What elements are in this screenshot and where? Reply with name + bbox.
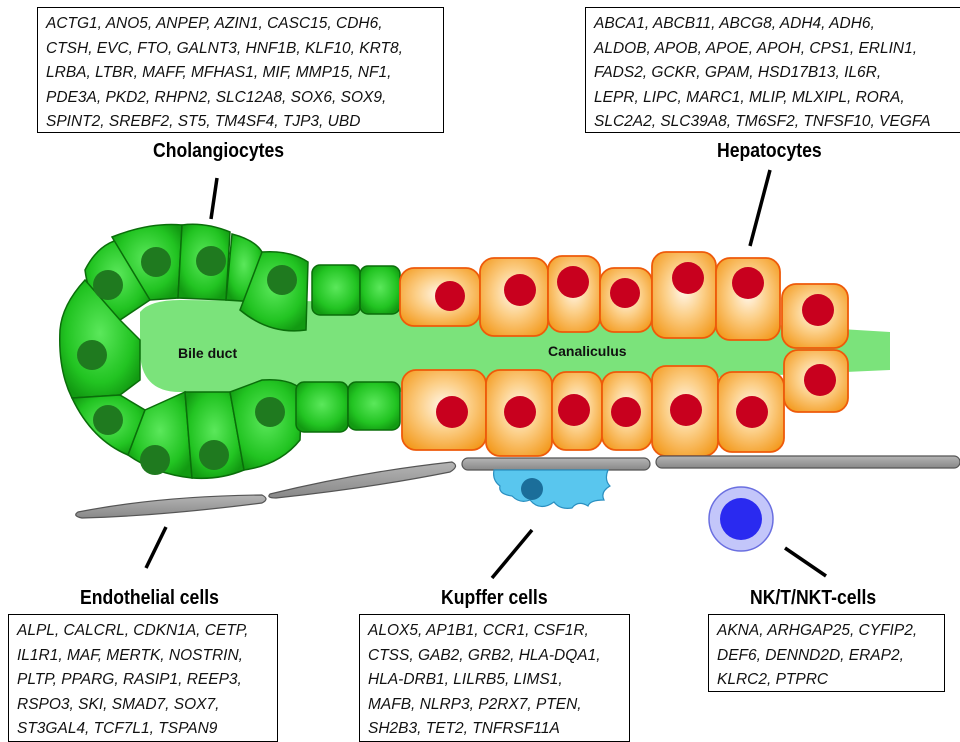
cholangiocyte-nucleus (199, 440, 229, 470)
kupffer-cell (494, 470, 610, 508)
gene-line: RSPO3, SKI, SMAD7, SOX7, (17, 693, 269, 718)
gene-line: ACTG1, ANO5, ANPEP, AZIN1, CASC15, CDH6, (46, 12, 435, 37)
hepatocyte-nucleus (611, 397, 641, 427)
hepatocyte-nucleus (504, 396, 536, 428)
gene-line: FADS2, GCKR, GPAM, HSD17B13, IL6R, (594, 61, 957, 86)
cholangiocyte (360, 266, 400, 314)
gene-line: ABCA1, ABCB11, ABCG8, ADH4, ADH6, (594, 12, 957, 37)
cholangiocyte-nucleus (77, 340, 107, 370)
hepatocyte-nucleus (504, 274, 536, 306)
gene-line: SH2B3, TET2, TNFRSF11A (368, 717, 621, 742)
kupffer-nucleus (521, 478, 543, 500)
cholangiocytes-title: Cholangiocytes (153, 140, 284, 163)
gene-line: ST3GAL4, TCF7L1, TSPAN9 (17, 717, 269, 742)
gene-line: PLTP, PPARG, RASIP1, REEP3, (17, 668, 269, 693)
hepatocyte-nucleus (435, 281, 465, 311)
hepatocyte-nucleus (672, 262, 704, 294)
endothelial-gene-box: ALPL, CALCRL, CDKN1A, CETP, IL1R1, MAF, … (8, 614, 278, 742)
hepatocyte-nucleus (557, 266, 589, 298)
gene-line: LRBA, LTBR, MAFF, MFHAS1, MIF, MMP15, NF… (46, 61, 435, 86)
hepatocyte-nucleus (610, 278, 640, 308)
gene-line: IL1R1, MAF, MERTK, NOSTRIN, (17, 644, 269, 669)
hepatocyte-nucleus (802, 294, 834, 326)
endothelial-cell (656, 456, 960, 468)
cholangiocyte (348, 382, 400, 430)
nk-pointer (785, 548, 826, 576)
cholangiocytes-gene-box: ACTG1, ANO5, ANPEP, AZIN1, CASC15, CDH6,… (37, 7, 444, 133)
kupffer-gene-box: ALOX5, AP1B1, CCR1, CSF1R, CTSS, GAB2, G… (359, 614, 630, 742)
endothelial-cell (76, 495, 266, 518)
hepatocytes-title: Hepatocytes (717, 140, 822, 163)
gene-line: ALPL, CALCRL, CDKN1A, CETP, (17, 619, 269, 644)
gene-line: ALDOB, APOB, APOE, APOH, CPS1, ERLIN1, (594, 37, 957, 62)
hepatocyte-nucleus (436, 396, 468, 428)
cholangiocyte-nucleus (93, 270, 123, 300)
bile-duct-label: Bile duct (178, 345, 237, 361)
gene-line: ALOX5, AP1B1, CCR1, CSF1R, (368, 619, 621, 644)
cholangiocytes-pointer (211, 178, 217, 219)
gene-line: MAFB, NLRP3, P2RX7, PTEN, (368, 693, 621, 718)
nk-gene-box: AKNA, ARHGAP25, CYFIP2, DEF6, DENND2D, E… (708, 614, 945, 692)
hepatocytes-gene-box: ABCA1, ABCB11, ABCG8, ADH4, ADH6, ALDOB,… (585, 7, 960, 133)
gene-line: HLA-DRB1, LILRB5, LIMS1, (368, 668, 621, 693)
canaliculus-label: Canaliculus (548, 343, 627, 359)
gene-line: SPINT2, SREBF2, ST5, TM4SF4, TJP3, UBD (46, 110, 435, 133)
hepatocytes-pointer (750, 170, 770, 246)
cholangiocyte-nucleus (140, 445, 170, 475)
cholangiocyte-nucleus (93, 405, 123, 435)
gene-line: DEF6, DENND2D, ERAP2, (717, 644, 936, 669)
hepatocyte-nucleus (558, 394, 590, 426)
kupffer-pointer (492, 530, 532, 578)
gene-line: SLC2A2, SLC39A8, TM6SF2, TNFSF10, VEGFA (594, 110, 957, 133)
hepatocyte-nucleus (804, 364, 836, 396)
cholangiocyte-nucleus (267, 265, 297, 295)
gene-line: AKNA, ARHGAP25, CYFIP2, (717, 619, 936, 644)
hepatocyte-nucleus (736, 396, 768, 428)
cholangiocyte-nucleus (255, 397, 285, 427)
cholangiocyte (296, 382, 348, 432)
nk-nucleus (720, 498, 762, 540)
gene-line: CTSS, GAB2, GRB2, HLA-DQA1, (368, 644, 621, 669)
gene-line: CTSH, EVC, FTO, GALNT3, HNF1B, KLF10, KR… (46, 37, 435, 62)
gene-line: PDE3A, PKD2, RHPN2, SLC12A8, SOX6, SOX9, (46, 86, 435, 111)
hepatocyte-nucleus (670, 394, 702, 426)
endothelial-cell (462, 458, 650, 470)
kupffer-title: Kupffer cells (441, 587, 548, 610)
hepatocyte-nucleus (732, 267, 764, 299)
cholangiocyte (312, 265, 360, 315)
cholangiocyte-nucleus (141, 247, 171, 277)
endothelial-pointer (146, 527, 166, 568)
gene-line: LEPR, LIPC, MARC1, MLIP, MLXIPL, RORA, (594, 86, 957, 111)
nk-title: NK/T/NKT-cells (750, 587, 876, 610)
cholangiocyte-nucleus (196, 246, 226, 276)
gene-line: KLRC2, PTPRC (717, 668, 936, 692)
endothelial-cell (269, 462, 456, 498)
endothelial-title: Endothelial cells (80, 587, 219, 610)
